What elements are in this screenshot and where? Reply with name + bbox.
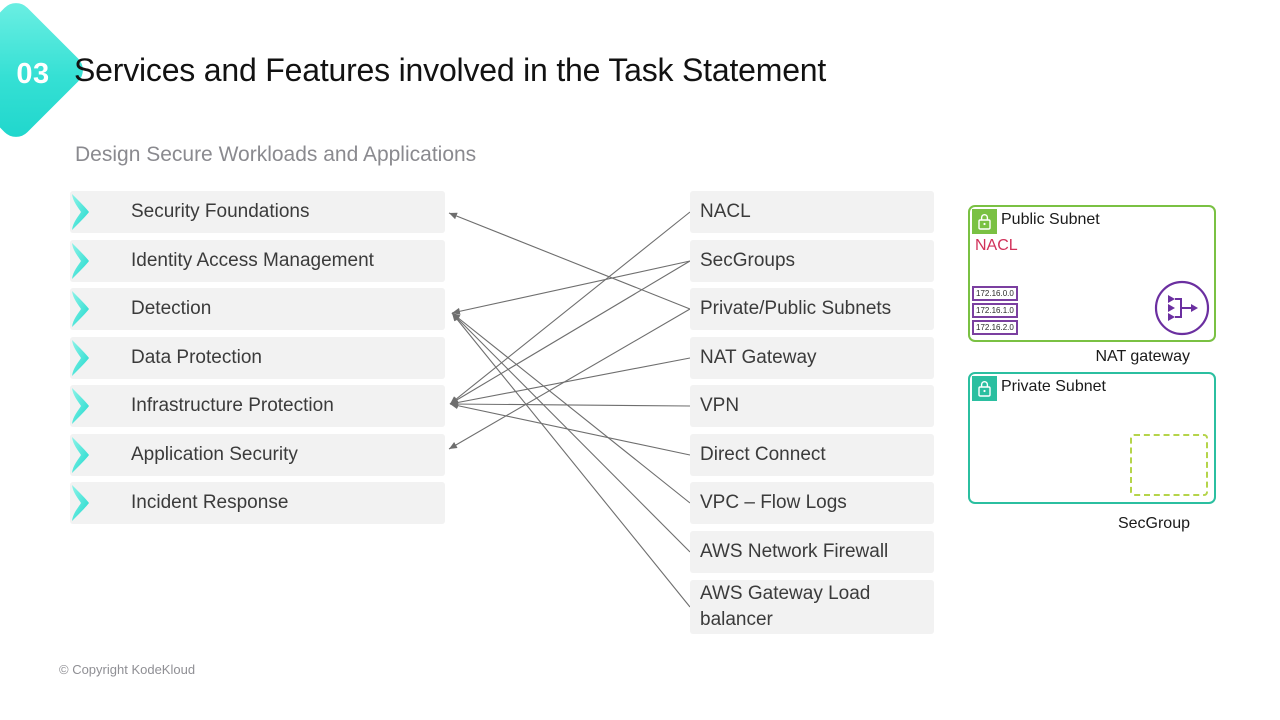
connector-line-10 bbox=[448, 308, 691, 450]
right-item-1[interactable]: SecGroups bbox=[690, 240, 934, 282]
connector-line-4 bbox=[451, 312, 691, 608]
left-item-label: Incident Response bbox=[131, 492, 289, 514]
connector-line-9 bbox=[449, 402, 691, 456]
right-item-0[interactable]: NACL bbox=[690, 191, 934, 233]
right-item-2[interactable]: Private/Public Subnets bbox=[690, 288, 934, 330]
left-item-5[interactable]: Application Security bbox=[70, 434, 445, 476]
private-subnet-title: Private Subnet bbox=[1001, 378, 1106, 395]
page-title: Services and Features involved in the Ta… bbox=[74, 52, 827, 88]
ip-block-chip: 172.16.2.0 bbox=[972, 320, 1018, 335]
right-item-label: AWS Network Firewall bbox=[700, 541, 889, 563]
right-item-label: VPC – Flow Logs bbox=[700, 492, 847, 514]
left-item-label: Detection bbox=[131, 298, 212, 320]
connector-line-2 bbox=[451, 312, 691, 504]
connector-line-1 bbox=[451, 260, 691, 315]
ip-block-chip: 172.16.0.0 bbox=[972, 286, 1018, 301]
left-item-6[interactable]: Incident Response bbox=[70, 482, 445, 524]
left-item-label: Data Protection bbox=[131, 347, 262, 369]
ip-block-list: 172.16.0.0 172.16.1.0 172.16.2.0 bbox=[972, 286, 1018, 335]
right-item-label: NACL bbox=[700, 201, 751, 223]
left-item-0[interactable]: Security Foundations bbox=[70, 191, 445, 233]
left-item-4[interactable]: Infrastructure Protection bbox=[70, 385, 445, 427]
secgroup-caption: SecGroup bbox=[1117, 515, 1190, 532]
lock-icon bbox=[972, 209, 997, 234]
right-item-4[interactable]: VPN bbox=[690, 385, 934, 427]
right-item-8[interactable]: AWS Gateway Load balancer bbox=[690, 580, 934, 634]
right-item-7[interactable]: AWS Network Firewall bbox=[690, 531, 934, 573]
copyright-footer: © Copyright KodeKloud bbox=[59, 662, 196, 677]
connector-line-7 bbox=[449, 357, 691, 406]
lock-icon bbox=[972, 376, 997, 401]
connector-line-5 bbox=[449, 211, 691, 405]
page-subtitle: Design Secure Workloads and Applications bbox=[75, 143, 477, 166]
ip-block-chip: 172.16.1.0 bbox=[972, 303, 1018, 318]
right-item-3[interactable]: NAT Gateway bbox=[690, 337, 934, 379]
nacl-label: NACL bbox=[975, 237, 1018, 254]
nat-gateway-caption: NAT gateway bbox=[1095, 348, 1190, 365]
secgroup-box bbox=[1130, 434, 1208, 496]
left-item-label: Security Foundations bbox=[131, 201, 310, 223]
connector-line-3 bbox=[451, 312, 691, 553]
right-item-label: Private/Public Subnets bbox=[700, 298, 892, 320]
right-item-5[interactable]: Direct Connect bbox=[690, 434, 934, 476]
right-item-label: AWS Gateway Load balancer bbox=[700, 583, 871, 630]
left-item-label: Identity Access Management bbox=[131, 250, 374, 272]
public-subnet-title: Public Subnet bbox=[1001, 211, 1100, 228]
right-item-label: VPN bbox=[700, 395, 740, 417]
left-item-1[interactable]: Identity Access Management bbox=[70, 240, 445, 282]
left-item-3[interactable]: Data Protection bbox=[70, 337, 445, 379]
connector-line-8 bbox=[449, 400, 691, 408]
private-subnet-box: Private Subnet bbox=[968, 372, 1216, 504]
right-item-label: SecGroups bbox=[700, 250, 796, 272]
left-item-label: Application Security bbox=[131, 444, 298, 466]
right-item-6[interactable]: VPC – Flow Logs bbox=[690, 482, 934, 524]
section-number-label: 03 bbox=[16, 57, 50, 90]
right-item-label: Direct Connect bbox=[700, 444, 826, 466]
left-item-2[interactable]: Detection bbox=[70, 288, 445, 330]
right-item-label: NAT Gateway bbox=[700, 347, 817, 369]
connector-line-0 bbox=[448, 212, 691, 310]
left-item-label: Infrastructure Protection bbox=[131, 395, 334, 417]
nat-gateway-icon bbox=[1154, 280, 1210, 336]
connector-line-6 bbox=[449, 260, 691, 405]
